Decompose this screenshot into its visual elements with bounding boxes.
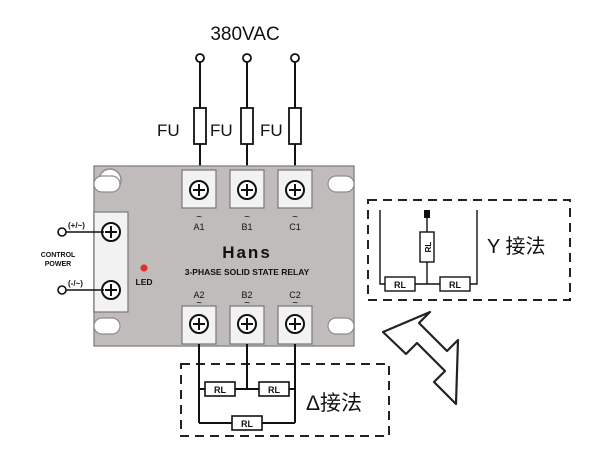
- mount-slot-bottom-left: [93, 317, 121, 335]
- control-power-label-1: CONTROL: [41, 252, 76, 259]
- output-terminal-block: [181, 305, 313, 345]
- fuse-label-c: FU: [260, 121, 283, 140]
- terminal-dot-a: [195, 53, 205, 63]
- led-label: LED: [136, 277, 153, 287]
- screw-c2-icon: [285, 314, 305, 334]
- fuse-label-a: FU: [157, 121, 180, 140]
- tilde-b2: ~: [244, 298, 250, 309]
- screw-a1-icon: [189, 180, 209, 200]
- screw-control-minus-icon: [101, 280, 121, 300]
- star-resistor-left: [384, 276, 416, 292]
- control-plus-label: (+/~): [68, 221, 85, 230]
- star-resistor-right: [439, 276, 471, 292]
- star-neutral-terminal: [424, 210, 430, 218]
- relay-brand-logo: Hans: [222, 243, 272, 262]
- delta-box: [180, 363, 390, 437]
- screw-c1-icon: [285, 180, 305, 200]
- screw-b2-icon: [237, 314, 257, 334]
- star-resistor-right-label: RL: [449, 280, 461, 290]
- fuse-b: [240, 107, 254, 145]
- delta-resistor-2-label: RL: [268, 385, 280, 395]
- star-frame: [379, 210, 478, 285]
- control-minus-dot: [57, 285, 67, 295]
- screw-a2-icon: [189, 314, 209, 334]
- fuse-label-b: FU: [210, 121, 233, 140]
- phase-b-supply-line: [240, 53, 254, 178]
- terminal-label-a2: A2: [193, 290, 204, 300]
- fuse-a: [193, 107, 207, 145]
- terminal-label-b2: B2: [241, 290, 252, 300]
- delta-connection-title: Δ接法: [306, 392, 362, 415]
- mount-slot-top-right: [327, 175, 355, 193]
- tilde-a2: ~: [196, 298, 202, 309]
- delta-resistor-3-label: RL: [241, 419, 253, 429]
- fuse-c: [288, 107, 302, 145]
- screw-control-plus-icon: [101, 222, 121, 242]
- phase-a-supply-line: [193, 53, 207, 178]
- terminal-label-c2: C2: [289, 290, 301, 300]
- double-arrow-icon: [381, 310, 460, 406]
- phase-c-supply-line: [288, 53, 302, 178]
- terminal-dot-b: [242, 53, 252, 63]
- tilde-c1: ~: [292, 212, 298, 223]
- terminal-label-a1: A1: [193, 222, 204, 232]
- terminal-label-b1: B1: [241, 222, 252, 232]
- control-plus-dot: [57, 227, 67, 237]
- led-indicator: [140, 264, 148, 272]
- terminal-dot-c: [290, 53, 300, 63]
- star-resistor-vertical-label: RL: [424, 242, 433, 253]
- terminal-label-c1: C1: [289, 222, 301, 232]
- delta-resistor-1-label: RL: [214, 385, 226, 395]
- mount-slot-top-left: [93, 175, 121, 193]
- screw-b1-icon: [237, 180, 257, 200]
- mount-slot-bottom-right: [327, 317, 355, 335]
- control-minus-label: (-/~): [68, 279, 83, 288]
- star-connection-title: Y 接法: [487, 235, 546, 258]
- control-power-label-2: POWER: [45, 261, 71, 268]
- tilde-b1: ~: [244, 212, 250, 223]
- tilde-a1: ~: [196, 212, 202, 223]
- relay-model-label: 3-PHASE SOLID STATE RELAY: [185, 267, 310, 277]
- star-resistor-left-label: RL: [394, 280, 406, 290]
- tilde-c2: ~: [292, 298, 298, 309]
- supply-voltage-label: 380VAC: [210, 24, 279, 45]
